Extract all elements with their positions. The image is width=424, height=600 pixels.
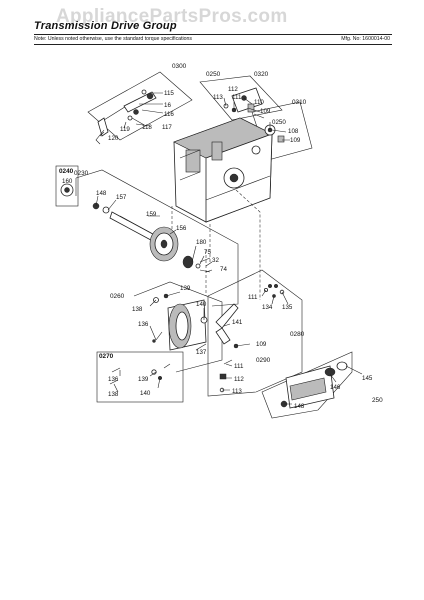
callout-180: 180: [196, 239, 207, 246]
callout-138: 138: [132, 306, 143, 313]
group-0300: 0300: [172, 63, 187, 70]
shift-lever-assembly: [95, 89, 157, 145]
callout-110: 110: [254, 99, 264, 106]
bracket-0230: [75, 169, 239, 307]
group-0270: 0270: [99, 353, 114, 360]
group-0310: 0310: [292, 99, 307, 106]
callout-145: 145: [362, 375, 373, 382]
callout-156: 156: [176, 225, 187, 232]
bracket-250: [261, 351, 353, 419]
callout-140-b: 140: [140, 390, 151, 397]
callout-0250: 0250: [272, 119, 286, 126]
callout-140: 140: [196, 301, 207, 308]
bolt-set-0290: [219, 359, 233, 393]
callout-159: 159: [146, 211, 157, 218]
callout-157: 157: [116, 194, 127, 201]
group-0230: 0230: [74, 170, 89, 177]
callout-134: 134: [262, 304, 273, 311]
header-rule: [34, 34, 392, 35]
group-0240: 0240: [59, 168, 74, 175]
callout-148-b: 148: [294, 403, 305, 410]
callout-139: 139: [180, 285, 191, 292]
callout-108: 108: [288, 128, 299, 135]
transmission-housing: [173, 117, 273, 223]
bracket-0280: [207, 269, 303, 397]
callout-111: 111: [232, 94, 242, 101]
callout-148: 148: [96, 190, 107, 197]
callout-16: 16: [164, 102, 171, 109]
callout-111-c: 111: [234, 363, 244, 370]
group-0280: 0280: [290, 331, 305, 338]
bracket-0300: [87, 71, 193, 141]
page-title: Transmission Drive Group: [34, 20, 177, 32]
callout-120: 120: [108, 135, 119, 142]
callout-137: 137: [196, 349, 207, 356]
callout-32: 32: [212, 257, 219, 264]
callout-141: 141: [232, 319, 243, 326]
callout-109: 109: [260, 108, 271, 115]
callout-136-b: 136: [108, 376, 119, 383]
callout-75: 75: [204, 249, 211, 256]
callout-109-c: 109: [256, 341, 267, 348]
callout-138-b: 138: [108, 391, 119, 398]
box-0240: [55, 165, 79, 207]
callout-118: 118: [142, 124, 152, 131]
shift-arm-assembly: [215, 283, 285, 349]
callout-113-b: 113: [232, 388, 242, 395]
callout-116: 116: [164, 111, 174, 118]
callout-112-b: 112: [234, 376, 244, 383]
callout-119: 119: [120, 126, 130, 133]
group-0290: 0290: [256, 357, 271, 364]
group-0260: 0260: [110, 293, 125, 300]
callout-117: 117: [162, 124, 172, 131]
bracket-0260: [133, 281, 223, 373]
kit-0270: [109, 363, 171, 385]
dash-line-3: [235, 189, 261, 300]
callout-146: 146: [330, 384, 341, 391]
box-0270: [96, 351, 184, 403]
callout-74: 74: [220, 266, 227, 273]
callout-135: 135: [282, 304, 293, 311]
callout-112: 112: [228, 86, 238, 93]
group-0250: 0250: [206, 71, 221, 78]
drive-shaft-assembly: [92, 202, 211, 273]
group-0320: 0320: [254, 71, 269, 78]
torque-note: Note: Unless noted otherwise, use the st…: [34, 36, 193, 42]
header-rule-bottom: [34, 44, 392, 45]
callout-139-b: 139: [138, 376, 149, 383]
watermark: AppliancePartsPros.com: [56, 6, 288, 27]
mfg-number: Mfg. No: 1600014-00: [341, 36, 390, 42]
callout-113: 113: [213, 94, 223, 101]
callout-115: 115: [164, 90, 174, 97]
callout-136: 136: [138, 321, 149, 328]
callout-109-b: 109: [290, 137, 301, 144]
callout-111-b: 111: [248, 294, 258, 301]
callout-160: 160: [62, 178, 73, 185]
bracket-0250: [199, 75, 283, 121]
friction-wheel-assembly: [152, 293, 208, 351]
group-250: 250: [372, 397, 383, 404]
frame-plate-250: [280, 361, 348, 409]
